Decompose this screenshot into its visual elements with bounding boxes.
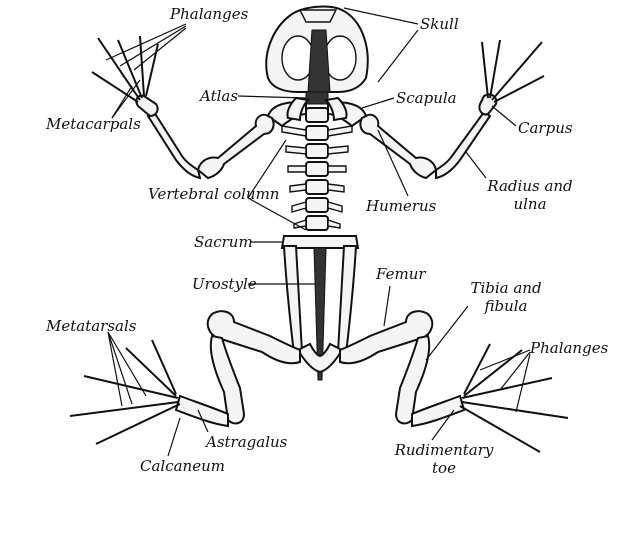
label-calcaneum: Calcaneum (140, 457, 225, 475)
label-radius-ulna-line2: ulna (513, 195, 547, 213)
label-femur: Femur (376, 265, 426, 283)
label-atlas: Atlas (200, 87, 239, 105)
left-foot-digits (69, 339, 181, 445)
right-foot-digits (459, 343, 569, 453)
label-astragalus: Astragalus (206, 433, 288, 451)
label-urostyle: Urostyle (192, 275, 257, 293)
left-hand-digits (91, 35, 159, 103)
shoulder-girdle (266, 96, 368, 128)
label-sacrum: Sacrum (194, 233, 253, 251)
label-metatarsals: Metatarsals (46, 317, 137, 335)
label-metacarpals: Metacarpals (46, 115, 141, 133)
label-radius-ulna-line1: Radius and (487, 177, 573, 195)
label-carpus: Carpus (518, 119, 573, 137)
right-hindlimb (339, 310, 466, 428)
label-humerus: Humerus (366, 197, 437, 215)
label-phalanges-upper: Phalanges (170, 5, 249, 23)
right-forelimb (359, 93, 498, 180)
label-skull: Skull (420, 15, 459, 33)
left-hindlimb (174, 310, 301, 428)
label-vertebral-column: Vertebral column (148, 185, 280, 203)
label-tibia-fibula-line2: fibula (484, 297, 528, 315)
label-rudimentary-toe-line2: toe (432, 459, 456, 477)
label-scapula: Scapula (396, 89, 457, 107)
label-tibia-fibula-line1: Tibia and (470, 279, 542, 297)
leader-lines (105, 7, 531, 457)
label-rudimentary-toe-line1: Rudimentary (394, 441, 494, 459)
skull (265, 5, 369, 93)
left-forelimb (135, 94, 275, 180)
label-phalanges-lower: Phalanges (530, 339, 609, 357)
right-hand-digits (481, 39, 545, 103)
